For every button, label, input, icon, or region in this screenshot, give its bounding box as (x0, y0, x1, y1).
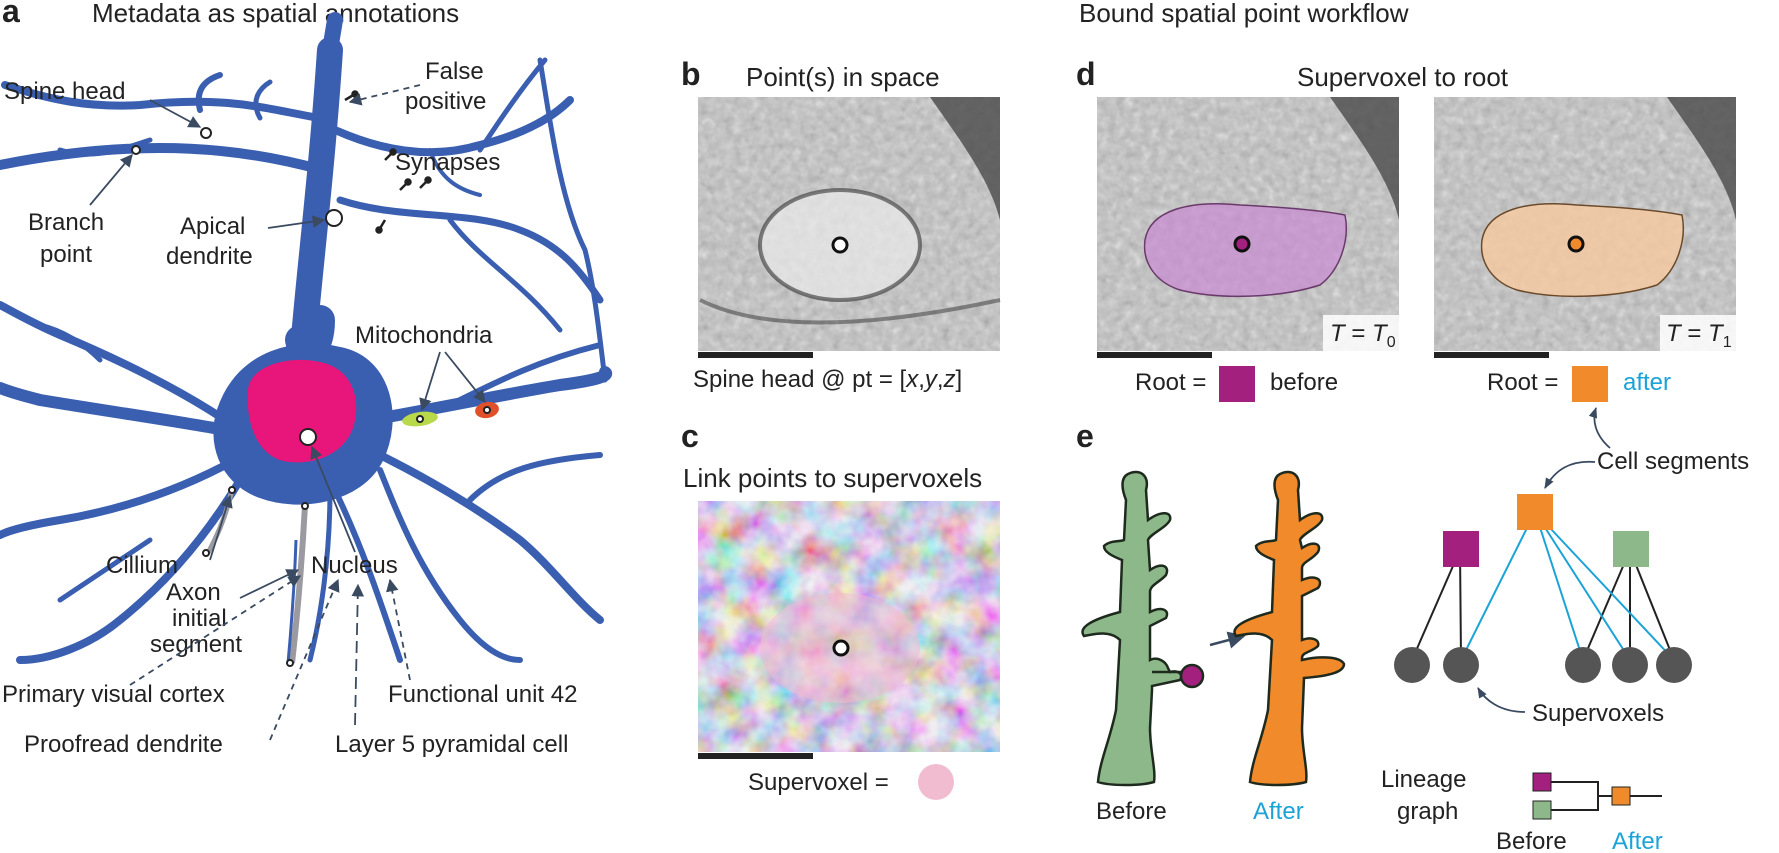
t0-label: T = T0 (1330, 320, 1396, 351)
panel-letter-a: a (2, 0, 20, 29)
scale-bar-d-after (1434, 352, 1549, 358)
scale-bar-b (698, 352, 813, 358)
panel-letter-e: e (1076, 418, 1094, 454)
panel-d-title: Supervoxel to root (1297, 62, 1509, 92)
point-d-before (1233, 235, 1251, 253)
label-apical-1: Apical (180, 213, 245, 240)
spine-head-point (200, 127, 212, 139)
t1-badge-bg (1660, 315, 1736, 351)
lineage-before: Before (1496, 828, 1567, 853)
panel-b-caption: Spine head @ pt = [x,y,z] (693, 366, 962, 393)
point-b (831, 236, 849, 254)
label-false-2: positive (405, 88, 486, 115)
axon-point-top (301, 502, 309, 510)
em-image-d-after (1434, 97, 1736, 351)
lineage-label-2: graph (1397, 798, 1458, 825)
t1-label: T = T1 (1666, 320, 1732, 351)
label-apical-2: dendrite (166, 243, 253, 270)
panel-a-leaders (89, 84, 486, 741)
dendrite-before-shape (1081, 470, 1183, 787)
label-spine-head: Spine head (4, 78, 125, 105)
panel-letter-d: d (1076, 56, 1096, 92)
spine-before-purple (1179, 663, 1205, 689)
label-axon-3: segment (150, 631, 242, 658)
t0-badge-bg (1323, 315, 1399, 351)
after-caption-e: After (1253, 798, 1304, 825)
label-cillium: Cillium (106, 552, 178, 579)
lineage-graph (1532, 772, 1662, 820)
lineage-after: After (1612, 828, 1663, 853)
label-branch-1: Branch (28, 209, 104, 236)
root-before-swatch (1219, 366, 1255, 402)
cillium-point (228, 486, 236, 494)
label-branch-2: point (40, 241, 92, 268)
cell-segments-label: Cell segments (1597, 448, 1749, 475)
axon-point-bottom (286, 659, 294, 667)
label-mitochondria: Mitochondria (355, 322, 493, 349)
panel-c-caption: Supervoxel = (748, 769, 889, 796)
supervoxels-arrow (1477, 687, 1526, 713)
label-functional-unit: Functional unit 42 (388, 681, 577, 708)
label-false-1: False (425, 58, 484, 85)
before-caption-e: Before (1096, 798, 1167, 825)
em-image-b (698, 97, 1001, 351)
label-axon-1: Axon (166, 579, 221, 606)
label-axon-2: initial (172, 605, 227, 632)
cell-segments-arrow-1 (1544, 460, 1596, 489)
point-c (832, 639, 850, 657)
mito-point-green (416, 415, 424, 423)
cillium-point-2 (202, 549, 210, 557)
before-word: before (1270, 369, 1338, 396)
panel-letter-c: c (681, 418, 699, 454)
cell-segments-arrow-2 (1588, 406, 1611, 449)
label-primary-visual-cortex: Primary visual cortex (2, 681, 225, 708)
label-nucleus: Nucleus (311, 552, 398, 579)
after-word: after (1623, 369, 1671, 396)
panel-b-title: Point(s) in space (746, 62, 940, 92)
nucleus-point (299, 428, 317, 446)
nucleus-shape (247, 359, 357, 463)
em-image-d-before (1097, 97, 1399, 351)
root-before-label: Root = (1135, 369, 1206, 396)
panel-a-title: Metadata as spatial annotations (92, 0, 459, 28)
root-after-label: Root = (1487, 369, 1558, 396)
panel-c-title: Link points to supervoxels (683, 463, 982, 493)
merge-arrow (1209, 631, 1246, 649)
label-synapses: Synapses (395, 149, 500, 176)
root-after-swatch (1572, 366, 1608, 402)
branch-point-marker (131, 145, 141, 155)
panel-letter-b: b (681, 56, 701, 92)
label-layer5: Layer 5 pyramidal cell (335, 731, 568, 758)
scale-bar-c (698, 753, 813, 759)
scale-bar-d-before (1097, 352, 1212, 358)
supervoxel-image-c (698, 501, 1000, 752)
segment-graph (1394, 494, 1692, 683)
label-proofread-dendrite: Proofread dendrite (24, 731, 223, 758)
apical-point (325, 209, 343, 227)
right-title: Bound spatial point workflow (1079, 0, 1409, 28)
point-d-after (1567, 235, 1585, 253)
lineage-label-1: Lineage (1381, 766, 1466, 793)
supervoxel-swatch (918, 764, 954, 800)
mito-point-red (483, 406, 491, 414)
dendrite-after-shape (1233, 470, 1346, 787)
supervoxels-label: Supervoxels (1532, 700, 1664, 727)
